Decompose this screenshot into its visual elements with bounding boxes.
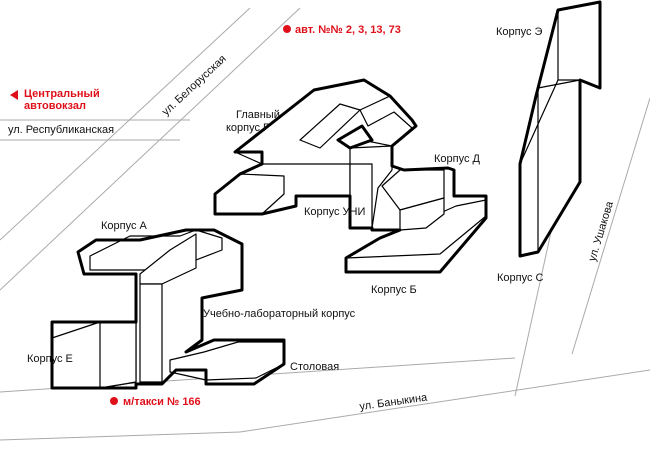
taxi-route-label: м/такси № 166	[123, 396, 201, 408]
bus-stop-marker-icon	[283, 25, 291, 33]
road-belorusskaya-west-edge	[0, 7, 251, 241]
street-belorusskaya-label: ул. Белорусская	[160, 53, 229, 118]
bus-station-label-line2: автовокзал	[24, 100, 86, 112]
building-main-cluster[interactable]	[213, 78, 488, 274]
building-e-label: Корпус Э	[496, 26, 543, 38]
arrow-left-icon	[10, 90, 18, 100]
building-b-label: Корпус Б	[371, 284, 417, 296]
building-main-label-line2: корпус Г	[226, 122, 269, 134]
building-west-cluster[interactable]	[50, 228, 286, 390]
building-a-label: Корпус А	[101, 220, 148, 232]
street-ushakova-label: ул. Ушакова	[586, 199, 616, 263]
building-e-s[interactable]	[518, 0, 602, 258]
road-belorusskaya-east-edge	[0, 7, 301, 291]
road-ushakova-east-edge	[571, 97, 650, 355]
road-banykina-south-edge-west	[0, 431, 241, 441]
street-respublikanskaya-label: ул. Республиканская	[8, 124, 114, 136]
building-d-label: Корпус Д	[434, 153, 481, 165]
taxi-stop-marker-icon	[110, 397, 118, 405]
building-ye-label: Корпус Е	[27, 353, 73, 365]
street-banykina-label: ул. Баныкина	[359, 391, 429, 413]
building-s-label: Корпус С	[497, 272, 544, 284]
canteen-label: Столовая	[290, 361, 339, 373]
building-main-label-line1: Главный	[236, 109, 280, 121]
building-lab-label: Учебно-лабораторный корпус	[203, 308, 356, 320]
road-banykina-south-edge	[239, 369, 650, 433]
building-uni-label: Корпус УНИ	[304, 206, 365, 218]
bus-station-label-line1: Центральный	[24, 88, 100, 100]
bus-routes-label: авт. №№ 2, 3, 13, 73	[295, 24, 401, 36]
